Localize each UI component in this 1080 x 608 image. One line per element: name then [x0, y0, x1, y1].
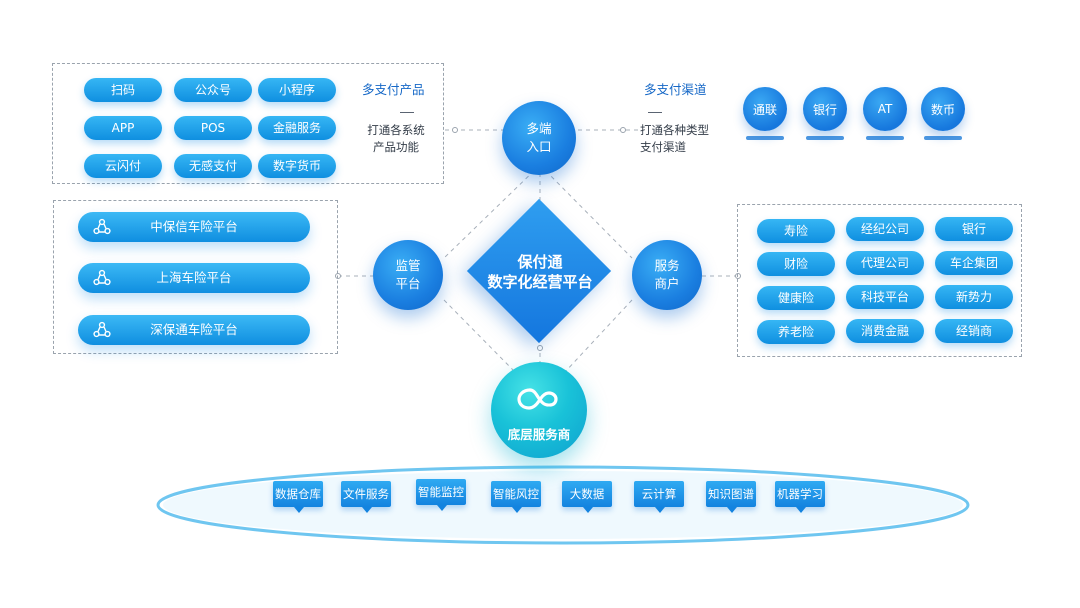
products-rule [400, 112, 414, 113]
tech-tag[interactable]: 智能风控 [491, 481, 541, 513]
people-network-icon [93, 321, 111, 338]
products-title: 多支付产品 [362, 82, 425, 97]
merchant-pill[interactable]: 科技平台 [846, 285, 924, 309]
cloud-link-icon [517, 388, 558, 410]
merchant-pill[interactable]: 消费金融 [846, 319, 924, 343]
channel-bank[interactable]: 银行 [803, 87, 847, 131]
multi-entry-line2: 入口 [526, 139, 552, 154]
platform-label: 深保通车险平台 [150, 322, 238, 337]
connector-dot [735, 273, 741, 279]
merchant-pill[interactable]: 新势力 [935, 285, 1013, 309]
product-pill[interactable]: APP [84, 116, 162, 140]
merchant-pill[interactable]: 财险 [757, 252, 835, 276]
people-network-icon [93, 269, 111, 286]
tech-tag[interactable]: 智能监控 [416, 479, 466, 511]
channels-desc: 打通各种类型 支付渠道 [640, 122, 720, 156]
products-desc: 打通各系统 产品功能 [360, 122, 432, 156]
center-line1: 保付通 [517, 253, 563, 271]
product-pill[interactable]: POS [174, 116, 252, 140]
channel-base [866, 136, 904, 140]
platform-item[interactable]: 中保信车险平台 [78, 212, 310, 242]
platform-label: 上海车险平台 [156, 270, 232, 285]
regulator-line1: 监管 [395, 258, 421, 273]
merchant-pill[interactable]: 车企集团 [935, 251, 1013, 275]
channel-base [806, 136, 844, 140]
channel-base [924, 136, 962, 140]
product-pill[interactable]: 云闪付 [84, 154, 162, 178]
merchant-pill[interactable]: 寿险 [757, 219, 835, 243]
platforms-box [53, 200, 338, 354]
connector-dot [335, 273, 341, 279]
merchant-pill[interactable]: 代理公司 [846, 251, 924, 275]
channels-rule [648, 112, 662, 113]
bottom-provider-node[interactable]: 底层服务商 [491, 362, 587, 458]
platform-item[interactable]: 上海车险平台 [78, 263, 310, 293]
tech-tag[interactable]: 大数据 [562, 481, 612, 513]
channel-digital-currency[interactable]: 数币 [921, 87, 965, 131]
service-merchant-node[interactable]: 服务 商户 [632, 240, 702, 310]
tech-tag[interactable]: 机器学习 [775, 481, 825, 513]
product-pill[interactable]: 小程序 [258, 78, 336, 102]
tech-tag[interactable]: 云计算 [634, 481, 684, 513]
merchant-pill[interactable]: 经销商 [935, 319, 1013, 343]
platform-item[interactable]: 深保通车险平台 [78, 315, 310, 345]
tech-tag[interactable]: 文件服务 [341, 481, 391, 513]
channel-tonglian[interactable]: 通联 [743, 87, 787, 131]
product-pill[interactable]: 数字货币 [258, 154, 336, 178]
connector-dot [620, 127, 626, 133]
bottom-provider-label: 底层服务商 [507, 427, 571, 442]
platform-label: 中保信车险平台 [150, 219, 238, 234]
channel-base [746, 136, 784, 140]
product-pill[interactable]: 金融服务 [258, 116, 336, 140]
channels-desc-line1: 打通各种类型 [640, 123, 709, 137]
people-network-icon [93, 218, 111, 235]
merchant-pill[interactable]: 经纪公司 [846, 217, 924, 241]
merchants-box [737, 204, 1022, 357]
multi-entry-line1: 多端 [526, 121, 552, 136]
center-line2: 数字化经营平台 [487, 273, 593, 291]
center-title: 保付通 数字化经营平台 [470, 252, 610, 292]
product-pill[interactable]: 公众号 [174, 78, 252, 102]
regulator-node[interactable]: 监管 平台 [373, 240, 443, 310]
service-line2: 商户 [654, 276, 680, 291]
channel-at[interactable]: AT [863, 87, 907, 131]
regulator-line2: 平台 [395, 276, 421, 291]
channels-title: 多支付渠道 [644, 82, 707, 97]
connector-dot [537, 345, 543, 351]
tech-tag[interactable]: 数据仓库 [273, 481, 323, 513]
channels-desc-line2: 支付渠道 [640, 140, 686, 154]
merchant-pill[interactable]: 养老险 [757, 320, 835, 344]
products-desc-line2: 产品功能 [373, 140, 419, 154]
merchant-pill[interactable]: 健康险 [757, 286, 835, 310]
multi-entry-node[interactable]: 多端 入口 [502, 101, 576, 175]
connector-dot [452, 127, 458, 133]
tech-tag[interactable]: 知识图谱 [706, 481, 756, 513]
product-pill[interactable]: 扫码 [84, 78, 162, 102]
merchant-pill[interactable]: 银行 [935, 217, 1013, 241]
products-desc-line1: 打通各系统 [367, 123, 425, 137]
product-pill[interactable]: 无感支付 [174, 154, 252, 178]
service-line1: 服务 [654, 258, 680, 273]
products-box [52, 63, 444, 184]
